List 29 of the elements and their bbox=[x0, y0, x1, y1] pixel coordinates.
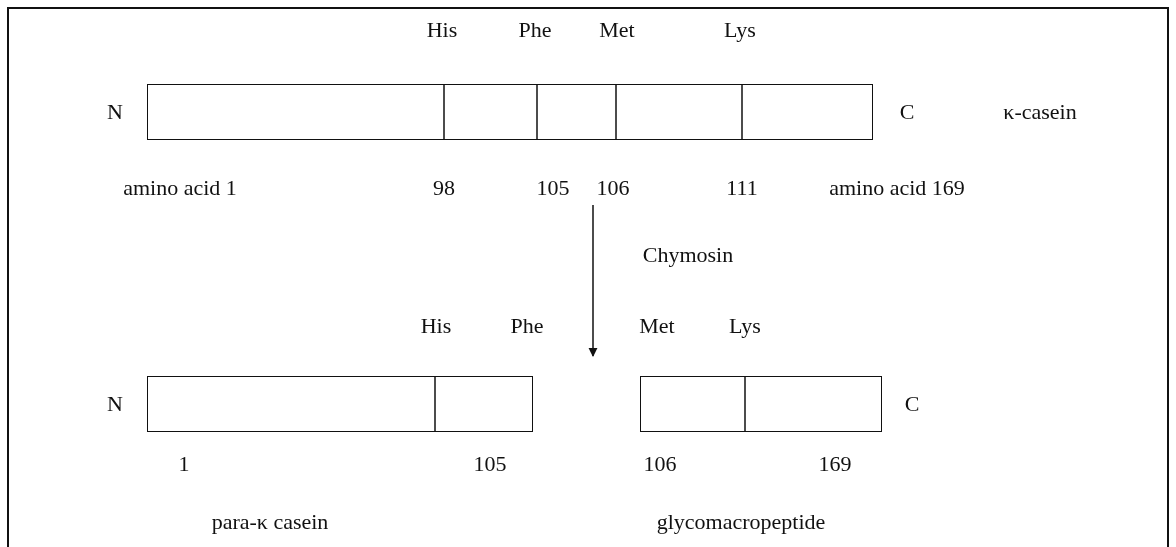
residue-label: Phe bbox=[518, 19, 552, 41]
position-label: 169 bbox=[818, 453, 852, 475]
residue-label: His bbox=[426, 19, 458, 41]
position-label: 106 bbox=[643, 453, 677, 475]
position-label: amino acid 169 bbox=[829, 177, 965, 199]
position-label: 106 bbox=[596, 177, 630, 199]
residue-label: Lys bbox=[724, 19, 756, 41]
position-label: amino acid 1 bbox=[123, 177, 237, 199]
terminus-label: N bbox=[107, 101, 123, 123]
residue-label: His bbox=[420, 315, 452, 337]
residue-label: Met bbox=[639, 315, 675, 337]
terminus-label: N bbox=[107, 393, 123, 415]
position-label: 111 bbox=[726, 177, 758, 199]
residue-label: Phe bbox=[510, 315, 544, 337]
protein-bar bbox=[147, 84, 873, 140]
terminus-label: C bbox=[899, 101, 915, 123]
protein-bar bbox=[640, 376, 882, 432]
position-label: 98 bbox=[433, 177, 455, 199]
position-label: 105 bbox=[536, 177, 570, 199]
terminus-label: C bbox=[904, 393, 920, 415]
residue-label: Lys bbox=[729, 315, 761, 337]
fragment-name: glycomacropeptide bbox=[656, 511, 826, 533]
fragment-name: para-κ casein bbox=[211, 511, 329, 533]
protein-name: κ-casein bbox=[1003, 101, 1077, 123]
enzyme-label: Chymosin bbox=[642, 244, 734, 266]
residue-label: Met bbox=[599, 19, 635, 41]
protein-bar bbox=[147, 376, 533, 432]
position-label: 1 bbox=[178, 453, 190, 475]
position-label: 105 bbox=[473, 453, 507, 475]
